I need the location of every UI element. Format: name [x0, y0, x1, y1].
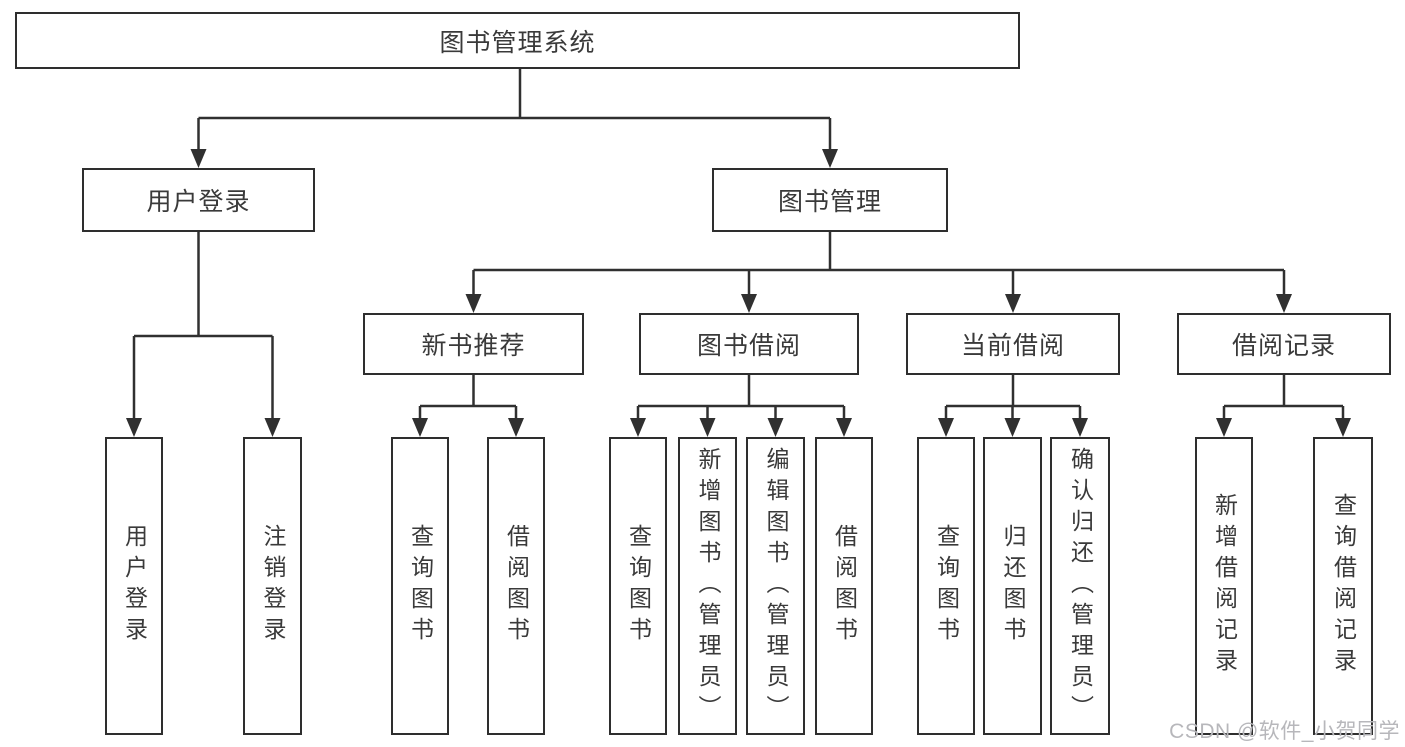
node-label: 新书推荐 [421, 332, 526, 360]
node-label: 用户登录 [121, 524, 148, 648]
node-label: 借阅图书 [503, 524, 530, 648]
node-label: 归还图书 [1000, 524, 1026, 648]
node-label: 图书借阅 [696, 332, 801, 360]
node-label: 查询图书 [625, 524, 652, 648]
node-label: 编辑图书（管理员） [763, 446, 789, 726]
node-label: 查询图书 [933, 524, 960, 648]
node-leaf-user-login: 用户登录 [105, 437, 163, 735]
node-book-borrowing: 图书借阅 [639, 313, 859, 375]
node-label: 当前借阅 [960, 332, 1065, 360]
node-leaf-add-books-admin: 新增图书（管理员） [678, 437, 737, 735]
node-current-borrowing: 当前借阅 [906, 313, 1120, 375]
node-leaf-borrowing-borrow-books: 借阅图书 [815, 437, 873, 735]
connector-root-to-level2 [197, 69, 832, 151]
node-library-system: 图书管理系统 [15, 12, 1020, 69]
node-leaf-borrowing-query-books: 查询图书 [609, 437, 667, 735]
node-label: 借阅记录 [1231, 332, 1336, 360]
connector-borrowing-records-to-leaves [1222, 375, 1345, 420]
node-label: 查询图书 [407, 524, 434, 648]
connector-new-books-to-leaves [418, 375, 518, 420]
node-leaf-newbooks-query-books: 查询图书 [391, 437, 449, 735]
connector-book-borrowing-to-leaves [636, 375, 846, 420]
node-label: 借阅图书 [831, 524, 858, 648]
node-label: 查询借阅记录 [1330, 493, 1357, 679]
node-leaf-return-books: 归还图书 [983, 437, 1042, 735]
node-leaf-confirm-return-admin: 确认归还（管理员） [1050, 437, 1110, 735]
arrowhead-icons [126, 149, 1351, 437]
csdn-watermark: CSDN @软件_小贺同学 [1169, 720, 1400, 743]
node-label: 新增借阅记录 [1211, 493, 1238, 679]
node-leaf-edit-books-admin: 编辑图书（管理员） [746, 437, 805, 735]
node-label: 图书管理 [777, 188, 882, 216]
node-label: 图书管理系统 [439, 28, 596, 57]
node-leaf-logout: 注销登录 [243, 437, 302, 735]
node-user-login: 用户登录 [82, 168, 315, 232]
node-new-book-recommendation: 新书推荐 [363, 313, 584, 375]
node-book-management: 图书管理 [712, 168, 948, 232]
node-leaf-add-borrow-record: 新增借阅记录 [1195, 437, 1253, 735]
connector-user-login-to-leaves [132, 232, 274, 420]
node-label: 注销登录 [260, 524, 286, 648]
node-leaf-query-borrow-record: 查询借阅记录 [1313, 437, 1373, 735]
node-borrowing-records: 借阅记录 [1177, 313, 1391, 375]
node-label: 新增图书（管理员） [695, 446, 721, 726]
node-label: 用户登录 [146, 188, 251, 216]
connector-book-management-to-level3 [472, 232, 1286, 296]
node-leaf-current-query-books: 查询图书 [917, 437, 975, 735]
node-label: 确认归还（管理员） [1067, 446, 1094, 726]
node-leaf-newbooks-borrow-books: 借阅图书 [487, 437, 545, 735]
connector-current-borrowing-to-leaves [944, 375, 1082, 420]
connector-lines [132, 69, 1345, 420]
